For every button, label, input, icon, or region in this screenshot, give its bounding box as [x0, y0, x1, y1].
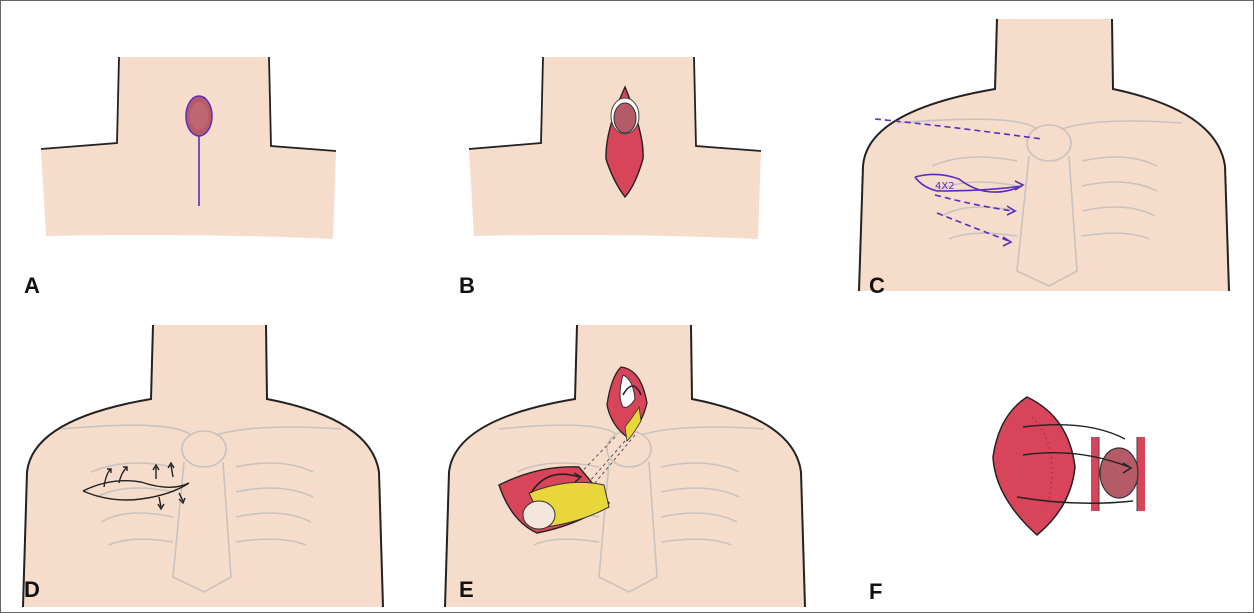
panel-b: B — [419, 1, 837, 306]
panel-label-e: E — [459, 577, 474, 603]
panel-c-drawing: 4X2 — [837, 1, 1254, 306]
flap-size-note: 4X2 — [935, 181, 955, 192]
panel-a-drawing — [1, 1, 419, 306]
panel-label-d: D — [24, 577, 40, 603]
panel-d: D — [1, 307, 419, 612]
panel-c: 4X2 C — [837, 1, 1254, 306]
panel-label-f: F — [869, 579, 882, 605]
panel-d-drawing — [1, 307, 419, 612]
panel-e: E — [419, 307, 837, 612]
panel-a: A — [1, 1, 419, 306]
exposed-lesion — [614, 103, 636, 133]
muscle-flap — [993, 397, 1075, 535]
panel-f: F — [837, 307, 1254, 612]
panel-label-b: B — [459, 273, 475, 299]
target-lesion — [1100, 448, 1138, 498]
defect-edge-left — [1091, 437, 1099, 511]
panel-label-a: A — [24, 273, 40, 299]
panel-e-drawing — [419, 307, 837, 612]
panel-b-drawing — [419, 1, 837, 306]
panel-f-drawing — [837, 307, 1254, 612]
panel-label-c: C — [869, 273, 885, 299]
